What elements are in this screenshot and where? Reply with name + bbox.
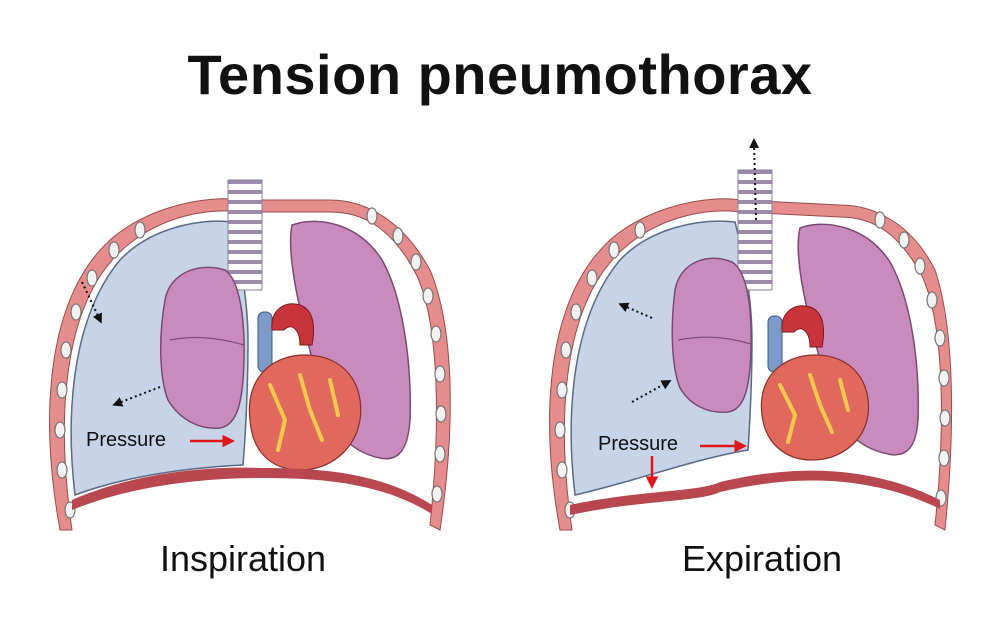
air-exit-arrow xyxy=(749,138,760,221)
inspiration-panel: Pressure xyxy=(49,179,451,531)
heart-right xyxy=(760,305,870,461)
diaphragm-left xyxy=(72,467,432,514)
air-entry-arrow-left xyxy=(81,281,102,324)
lung-compress-arrow-right xyxy=(631,380,672,403)
pressure-label-right: Pressure xyxy=(598,433,678,455)
expiration-panel: Pressure xyxy=(549,138,953,531)
diaphragm-right xyxy=(570,470,940,515)
ribs-left xyxy=(54,207,447,519)
heart-left xyxy=(248,303,362,471)
collapsed-lung-left xyxy=(160,266,245,429)
collapsed-lung-right xyxy=(671,257,752,413)
chest-wall-right xyxy=(549,198,953,531)
expiration-caption: Expiration xyxy=(681,538,843,579)
trachea-left xyxy=(227,179,263,291)
chest-wall-left xyxy=(49,198,451,531)
pressure-label-left: Pressure xyxy=(86,429,166,451)
ribs-right xyxy=(554,211,951,519)
inspiration-caption: Inspiration xyxy=(159,538,327,579)
trachea-right xyxy=(737,169,773,291)
diagram-title: Tension pneumothorax xyxy=(187,43,813,106)
air-outward-arrow-right xyxy=(618,302,653,319)
